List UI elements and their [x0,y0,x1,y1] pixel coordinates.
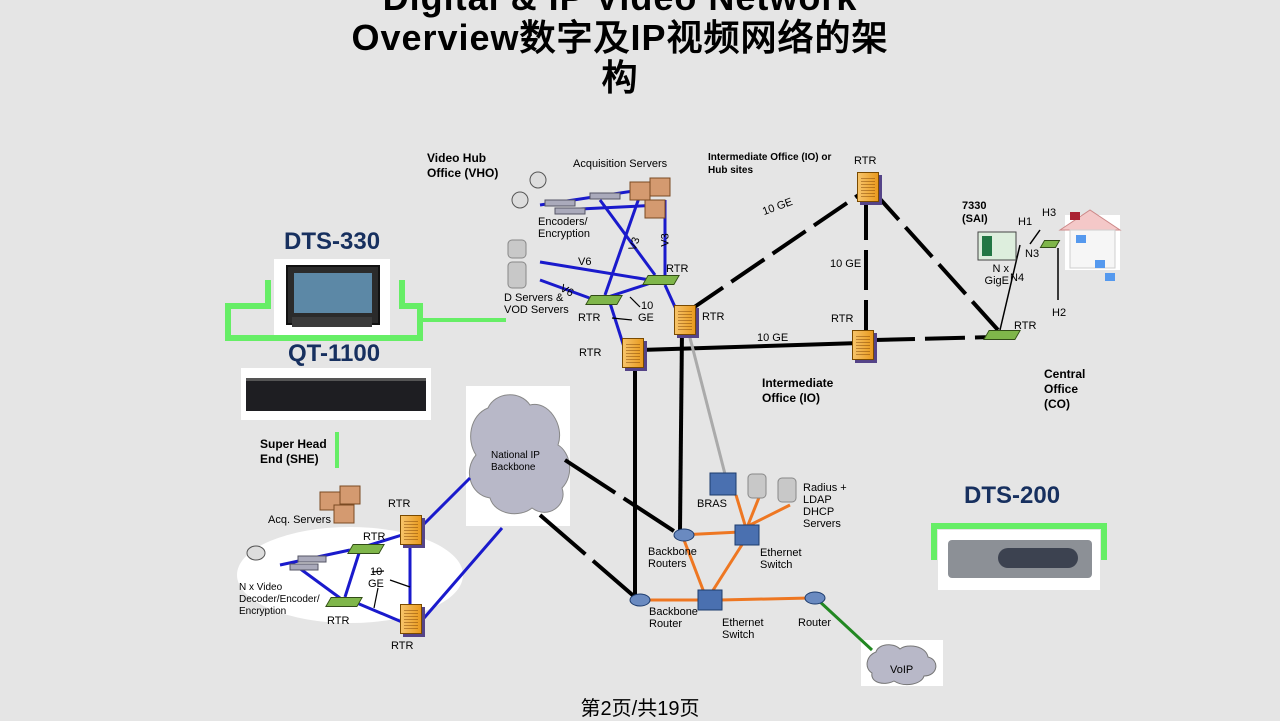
vho-rtr-label-4: RTR [579,347,602,359]
io-ge-label-c: 10 GE [757,332,789,344]
radius-servers-icon [747,473,797,503]
encoders-label: Encoders/ Encryption [538,216,590,240]
vho-rtr-label-2: RTR [578,312,601,324]
io-rtr-mid-label: RTR [831,313,854,325]
io-router-top-icon [857,172,879,202]
she-flat-router-1-icon [347,544,385,554]
national-backbone-label: National IP Backbone [491,450,540,473]
vod-servers-icon [507,239,527,289]
she-rtr-label-c: RTR [327,615,350,627]
io-ge-label-b: 10 GE [830,258,862,270]
voip-cloud [866,644,937,686]
vho-rtr-label-3: RTR [702,311,725,323]
h1-label: H1 [1018,216,1033,228]
dts200-callout [931,523,1107,560]
io-hub-title: Intermediate Office (IO) or Hub sites [708,152,832,176]
acquisition-servers-label: Acquisition Servers [573,158,668,170]
national-backbone-cloud [468,394,571,515]
she-rtr-label-a: RTR [388,498,411,510]
n4-label: N4 [1010,272,1025,284]
co-rtr-label: RTR [1014,320,1037,332]
dts330-device-image [274,259,390,335]
she-ge-unit: GE [368,578,384,590]
backbone-router-label: Backbone Router [649,606,698,630]
page-title: Digital & IP Video Network Overview数字及IP… [300,0,940,98]
io-rtr-top-label: RTR [854,155,877,167]
encoders-icon [544,192,621,215]
acq-servers-label: Acq. Servers [268,514,331,526]
v3-label-b: V3 [659,233,672,247]
n3-label: N3 [1025,248,1040,260]
io-router-mid-icon [852,330,874,360]
vho-flat-router-1-icon [642,275,680,285]
satellite-dish-icon [246,171,547,561]
v6-label-a: V6 [578,256,592,268]
dts200-device-image [938,530,1100,590]
vho-rtr-label-1: RTR [666,263,689,275]
qt1100-device-image [241,368,431,420]
vho-title: Video Hub Office (VHO) [427,151,499,180]
acq-servers-icon [319,485,361,524]
vho-ge-unit: GE [638,312,654,324]
nx-gige-label: N x GigE [984,263,1009,287]
she-ge-number: 10 [370,566,383,578]
ethernet-switch-label-2: Ethernet Switch [722,617,764,641]
voip-link [816,598,874,652]
vod-servers-label: D Servers & VOD Servers [504,292,569,316]
vho-ge-number: 10 [641,300,654,312]
title-line-3: 构 [601,57,639,98]
core-links [538,188,1000,600]
router-label: Router [798,617,832,629]
title-line-1: Digital & IP Video Network [300,0,940,18]
sai-label: 7330 (SAI) [962,200,988,225]
vho-flat-router-2-icon [585,295,623,305]
dts200-label: DTS-200 [964,482,1061,509]
decoder-icon [289,555,327,571]
access-links [640,494,811,602]
h2-label: H2 [1052,307,1067,319]
title-line-2: Overview数字及IP视频网络的架 [351,17,889,58]
co-label: Central Office (CO) [1044,367,1086,411]
decoder-label: N x Video Decoder/Encoder/ Encryption [239,582,320,617]
bras-icon [709,472,737,496]
voip-label: VoIP [890,664,914,676]
grey-link [686,329,728,479]
house-icon [1058,209,1122,281]
h3-label: H3 [1042,207,1057,219]
radius-label: Radius + LDAP DHCP Servers [803,482,847,530]
dts330-label: DTS-330 [284,228,381,255]
io-label: Intermediate Office (IO) [762,376,834,405]
vho-router-low-icon [622,338,644,368]
backbone-routers-label: Backbone Routers [648,546,697,570]
she-title: Super Head End (SHE) [260,437,327,466]
she-rtr-label-d: RTR [391,640,414,652]
qt1100-label: QT-1100 [288,340,381,367]
vho-router-right-icon [674,305,696,335]
she-router-top-icon [400,515,422,545]
sai-icon [977,231,1017,261]
ge-arrows [371,296,641,609]
she-rtr-label-b: RTR [363,531,386,543]
bras-label: BRAS [697,498,727,510]
dts330-callout [225,280,423,341]
page-number: 第2页/共19页 [580,698,700,720]
backbone-router-icon [629,528,826,607]
acquisition-servers-icon [629,177,671,219]
she-area [237,527,463,623]
co-links [999,229,1059,331]
ethernet-switch-label-1: Ethernet Switch [760,547,802,571]
ethernet-switch-icon [697,524,760,611]
she-router-bottom-icon [400,604,422,634]
green-callout-bars [225,280,1107,560]
